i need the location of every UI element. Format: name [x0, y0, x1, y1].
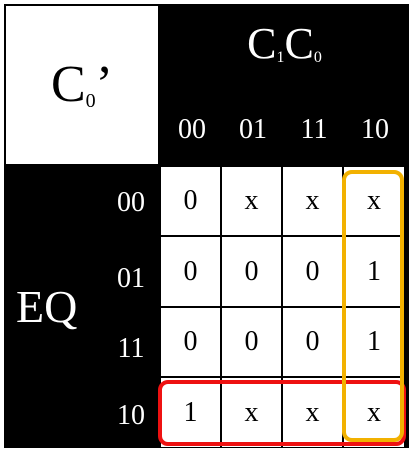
kmap-cell: 1: [160, 377, 221, 448]
kmap-cell: x: [282, 377, 343, 448]
kmap-cell: x: [282, 166, 343, 236]
column-code: 00: [178, 114, 206, 145]
kmap-cell-grid: 0 x x x 0 0 0 1 0 0 0 1 1 x x x: [160, 166, 409, 448]
yellow-group-outline: [342, 170, 404, 442]
kmap-cell: 0: [160, 166, 221, 236]
column-code: 01: [239, 114, 267, 145]
kmap-cell: 1: [343, 236, 405, 307]
row-code: 00: [117, 187, 145, 218]
kmap-cell: 0: [160, 307, 221, 377]
kmap-cell: x: [221, 377, 282, 448]
red-group-outline: [158, 380, 406, 446]
kmap-cell: 0: [282, 236, 343, 307]
kmap-cell: 0: [282, 307, 343, 377]
row-variable-label: EQ: [16, 281, 78, 332]
output-variable-label: C0’: [4, 4, 160, 166]
column-header-background: [160, 4, 409, 166]
row-header-background: [4, 166, 160, 448]
column-variable-label: C1C0: [247, 19, 322, 68]
kmap-cell: x: [221, 166, 282, 236]
kmap-cell: 0: [221, 307, 282, 377]
output-variable-text: C0’: [50, 56, 113, 113]
column-code: 11: [300, 114, 328, 145]
row-code: 10: [117, 400, 145, 431]
row-code: 11: [117, 333, 145, 364]
kmap-cell: 0: [221, 236, 282, 307]
column-code: 10: [361, 114, 389, 145]
row-code: 01: [117, 263, 145, 294]
kmap-cell: 0: [160, 236, 221, 307]
